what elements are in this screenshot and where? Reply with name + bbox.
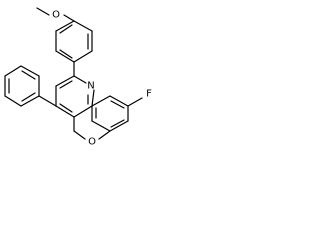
anisyl-ring — [55, 20, 93, 63]
pyridine-ring — [55, 75, 95, 118]
ring-oxygen-label: O — [88, 137, 96, 148]
pyr-bond-c8a-c4a — [73, 105, 93, 118]
ch2-o-bond — [73, 130, 86, 140]
anisyl-double-2 — [59, 49, 73, 59]
fluorine-label: F — [146, 89, 152, 100]
ph-double-1 — [21, 92, 36, 102]
o-aryl2-bond — [98, 130, 111, 140]
phenyl-pyridine-bond — [38, 95, 57, 107]
bz-bond-4 — [109, 120, 129, 132]
methyl-o-bond — [36, 7, 50, 16]
bz-double-2 — [110, 119, 125, 128]
pyr-bond-c4a-c4 — [55, 105, 75, 118]
methoxy-oxygen-label: O — [52, 10, 60, 21]
pyran-ring — [73, 116, 111, 140]
bz-double-1 — [110, 100, 125, 109]
anisyl-bond-4 — [55, 50, 75, 63]
ph-bond-1 — [20, 95, 40, 107]
o-aryl-bond — [63, 14, 75, 22]
ph-double-3 — [21, 70, 36, 80]
pyridine-nitrogen-label: N — [87, 81, 94, 92]
ph-bond-4 — [4, 65, 22, 77]
c-f-bond — [127, 97, 143, 107]
fluorobenzo-ring — [91, 95, 129, 132]
anisyl-bond-3 — [73, 50, 93, 63]
chemical-structure: O N F O — [4, 7, 152, 148]
pyr-double-3 — [59, 103, 73, 113]
pyr-bond-c2-n — [73, 75, 87, 84]
ph-bond-5 — [20, 65, 40, 77]
anisyl-bond-6 — [55, 20, 75, 32]
ph-bond-2 — [4, 95, 22, 107]
anisyl-bond-1 — [73, 20, 93, 32]
bz-bond-2 — [109, 95, 129, 107]
bz-bond-5 — [91, 120, 111, 132]
pyr-bond-n-c8a — [91, 89, 95, 107]
bz-bond-1 — [91, 95, 111, 107]
pyr-double-1 — [59, 80, 73, 89]
phenyl-ring — [4, 65, 40, 107]
pyr-bond-c3-c2 — [55, 75, 75, 87]
methoxy-group — [36, 7, 75, 22]
anisyl-double-3 — [59, 24, 73, 34]
